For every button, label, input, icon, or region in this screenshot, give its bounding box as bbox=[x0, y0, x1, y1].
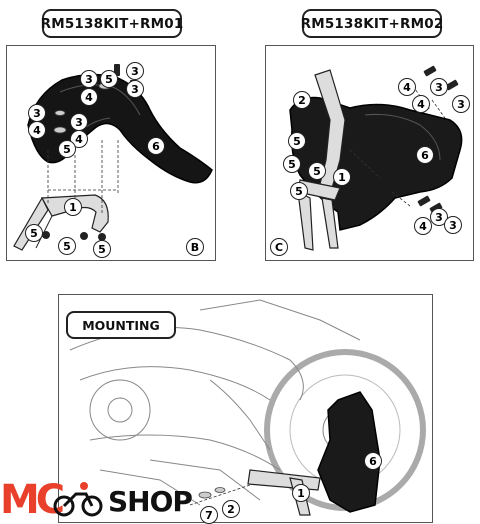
callout-3: 3 bbox=[126, 80, 144, 98]
callout-2: 2 bbox=[293, 91, 311, 109]
panel-c-corner-label: C bbox=[270, 238, 288, 256]
callout-5: 5 bbox=[283, 155, 301, 173]
callout-5: 5 bbox=[100, 70, 118, 88]
panel-c-bracket bbox=[297, 69, 346, 251]
callout-5: 5 bbox=[58, 140, 76, 158]
callout-4: 4 bbox=[80, 88, 98, 106]
callout-3: 3 bbox=[126, 62, 144, 80]
callout-1: 1 bbox=[64, 198, 82, 216]
callout-2: 2 bbox=[222, 500, 240, 518]
callout-3: 3 bbox=[80, 70, 98, 88]
callout-5: 5 bbox=[93, 240, 111, 258]
mounting-guides bbox=[189, 484, 251, 506]
callout-5: 5 bbox=[290, 182, 308, 200]
panel-c-title: RM5138KIT+RM02 bbox=[301, 9, 443, 38]
cyclist-icon bbox=[53, 482, 103, 517]
mounting-title: MOUNTING bbox=[66, 311, 176, 339]
callout-4: 4 bbox=[412, 95, 430, 113]
callout-1: 1 bbox=[292, 484, 310, 502]
callout-5: 5 bbox=[58, 237, 76, 255]
callout-3: 3 bbox=[70, 113, 88, 131]
callout-6: 6 bbox=[147, 137, 165, 155]
callout-3: 3 bbox=[452, 95, 470, 113]
callout-4: 4 bbox=[28, 121, 46, 139]
callout-5: 5 bbox=[25, 224, 43, 242]
callout-4: 4 bbox=[398, 78, 416, 96]
panel-b-corner-label: B bbox=[186, 238, 204, 256]
logo-mark: MC bbox=[0, 477, 65, 523]
callout-1: 1 bbox=[333, 168, 351, 186]
callout-3: 3 bbox=[28, 104, 46, 122]
mounting-motorcycle bbox=[69, 299, 426, 511]
mounting-mudguard bbox=[317, 391, 381, 513]
callout-5: 5 bbox=[308, 162, 326, 180]
mounting-washers bbox=[198, 487, 226, 499]
panel-b-title: RM5138KIT+RM01 bbox=[41, 9, 183, 38]
callout-6: 6 bbox=[364, 452, 382, 470]
mcshop-logo: MC SHOP bbox=[0, 478, 220, 522]
callout-4: 4 bbox=[414, 217, 432, 235]
callout-3: 3 bbox=[430, 78, 448, 96]
callout-3: 3 bbox=[444, 216, 462, 234]
callout-6: 6 bbox=[416, 146, 434, 164]
callout-5: 5 bbox=[288, 132, 306, 150]
logo-word: SHOP bbox=[108, 485, 193, 518]
